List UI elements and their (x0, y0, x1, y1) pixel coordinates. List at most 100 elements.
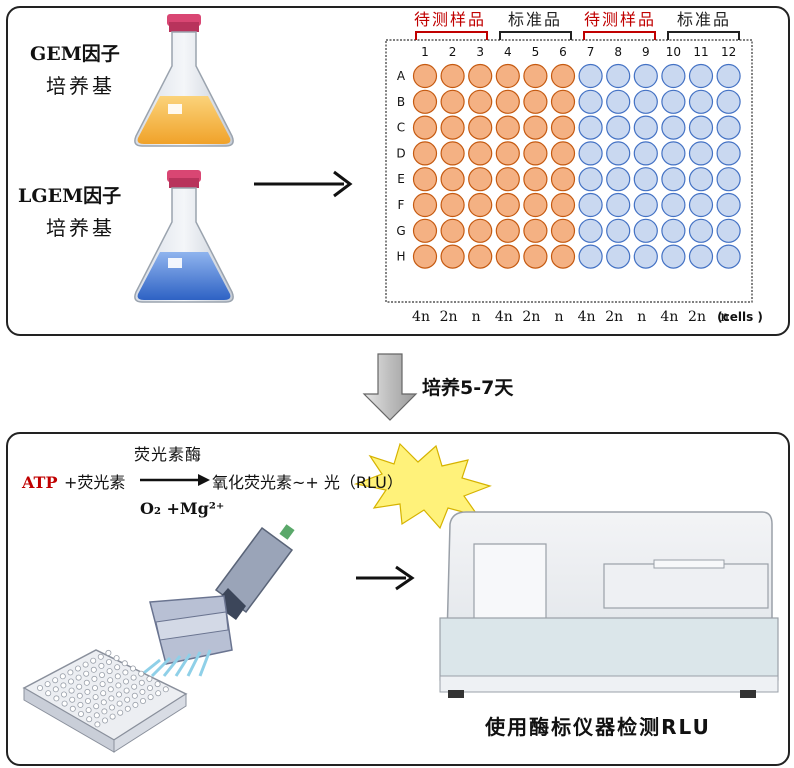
small-plate-well (83, 679, 90, 686)
density-label: 2n (522, 309, 540, 325)
plate-well (661, 218, 686, 243)
density-label: 4n (495, 309, 513, 325)
plate-well (440, 167, 465, 192)
reaction-arrow (140, 474, 210, 486)
plate-well (716, 192, 741, 218)
plate-well (468, 63, 493, 89)
small-plate-well (100, 690, 107, 697)
plate-well (440, 244, 465, 269)
multichannel-pipette (139, 524, 295, 678)
small-plate-well (78, 711, 85, 718)
density-label: n (637, 309, 646, 325)
small-plate-well (102, 717, 109, 724)
plate-well (633, 244, 658, 269)
plate-well (468, 244, 493, 269)
small-plate-well (91, 675, 98, 682)
plate-reader (439, 511, 779, 698)
small-plate-well (117, 709, 124, 716)
plate-well (688, 115, 714, 140)
plate-well (440, 115, 465, 140)
plate-well (633, 218, 658, 243)
plate-well (440, 192, 465, 218)
plate-well (633, 192, 658, 218)
small-plate-well (75, 665, 82, 672)
small-plate-well (107, 677, 114, 684)
plate-well (412, 115, 438, 140)
density-label: n (720, 309, 729, 325)
plate-well (606, 141, 631, 166)
small-plate-well (132, 701, 139, 708)
plate-well (495, 167, 520, 192)
small-plate-well (93, 712, 100, 719)
column-label: 6 (559, 45, 567, 59)
density-label: n (472, 309, 481, 325)
plate-well (578, 167, 603, 192)
incubation-label: 培养5-7天 (422, 376, 514, 399)
column-label: 3 (476, 45, 484, 59)
small-plate-well (139, 698, 146, 705)
plate-well (468, 167, 493, 192)
small-plate-well (108, 695, 115, 702)
enzyme-label: 荧光素酶 (134, 445, 202, 464)
plate-well (688, 167, 714, 192)
small-plate-well (44, 681, 51, 688)
small-plate-well (106, 668, 113, 675)
row-label: B (397, 95, 405, 109)
lgem-medium-sublabel: 培养基 (46, 216, 115, 240)
small-plate-well (155, 690, 162, 697)
small-plate-well (97, 653, 104, 660)
column-label: 4 (504, 45, 512, 59)
density-label: 2n (688, 309, 706, 325)
plate-well (578, 115, 603, 140)
plate-well (440, 63, 465, 89)
small-plate-well (121, 660, 128, 667)
small-plate-well (116, 700, 123, 707)
small-plate-well (69, 696, 76, 703)
column-label: 11 (693, 45, 708, 59)
plate-well (440, 141, 465, 166)
small-well-plate (22, 649, 188, 753)
small-plate-well (124, 705, 131, 712)
small-plate-well (37, 685, 44, 692)
small-plate-well (61, 691, 68, 698)
light-starburst (353, 442, 492, 530)
group-bracket (583, 31, 656, 40)
plate-group-headers: 待测样品 标准品 待测样品 标准品 (414, 10, 740, 40)
plate-well (412, 167, 438, 192)
small-plate-well (114, 664, 121, 671)
group-label: 标准品 (677, 10, 731, 29)
plate-well (661, 63, 686, 89)
row-label: D (396, 146, 405, 160)
plate-well (523, 141, 548, 166)
plate-well (412, 63, 438, 89)
plate-well (550, 89, 576, 114)
row-label: E (397, 172, 405, 186)
small-plate-well (147, 694, 154, 701)
plate-well (578, 89, 603, 114)
column-label: 10 (666, 45, 681, 59)
small-plate-well (129, 665, 136, 672)
small-plate-well (85, 707, 92, 714)
plate-well (606, 63, 631, 89)
small-plate-well (114, 673, 121, 680)
plate-well (495, 244, 520, 269)
plate-well (495, 89, 520, 114)
plate-well (661, 141, 686, 166)
plate-well (412, 218, 438, 243)
plate-well (633, 63, 658, 89)
arrow-to-plate (254, 170, 353, 198)
lgem-medium-label: LGEM因子 (18, 185, 122, 207)
column-label: 7 (587, 45, 595, 59)
arrow-to-reader (356, 565, 415, 591)
small-plate-well (146, 685, 153, 692)
row-label: A (397, 69, 406, 83)
plate-well (661, 192, 686, 218)
small-plate-well (85, 698, 92, 705)
small-plate-well (100, 699, 107, 706)
small-plate-well (84, 688, 91, 695)
small-plate-well (76, 683, 83, 690)
plate-well (578, 244, 603, 269)
lgem-flask (134, 170, 234, 303)
plate-well (495, 115, 520, 140)
